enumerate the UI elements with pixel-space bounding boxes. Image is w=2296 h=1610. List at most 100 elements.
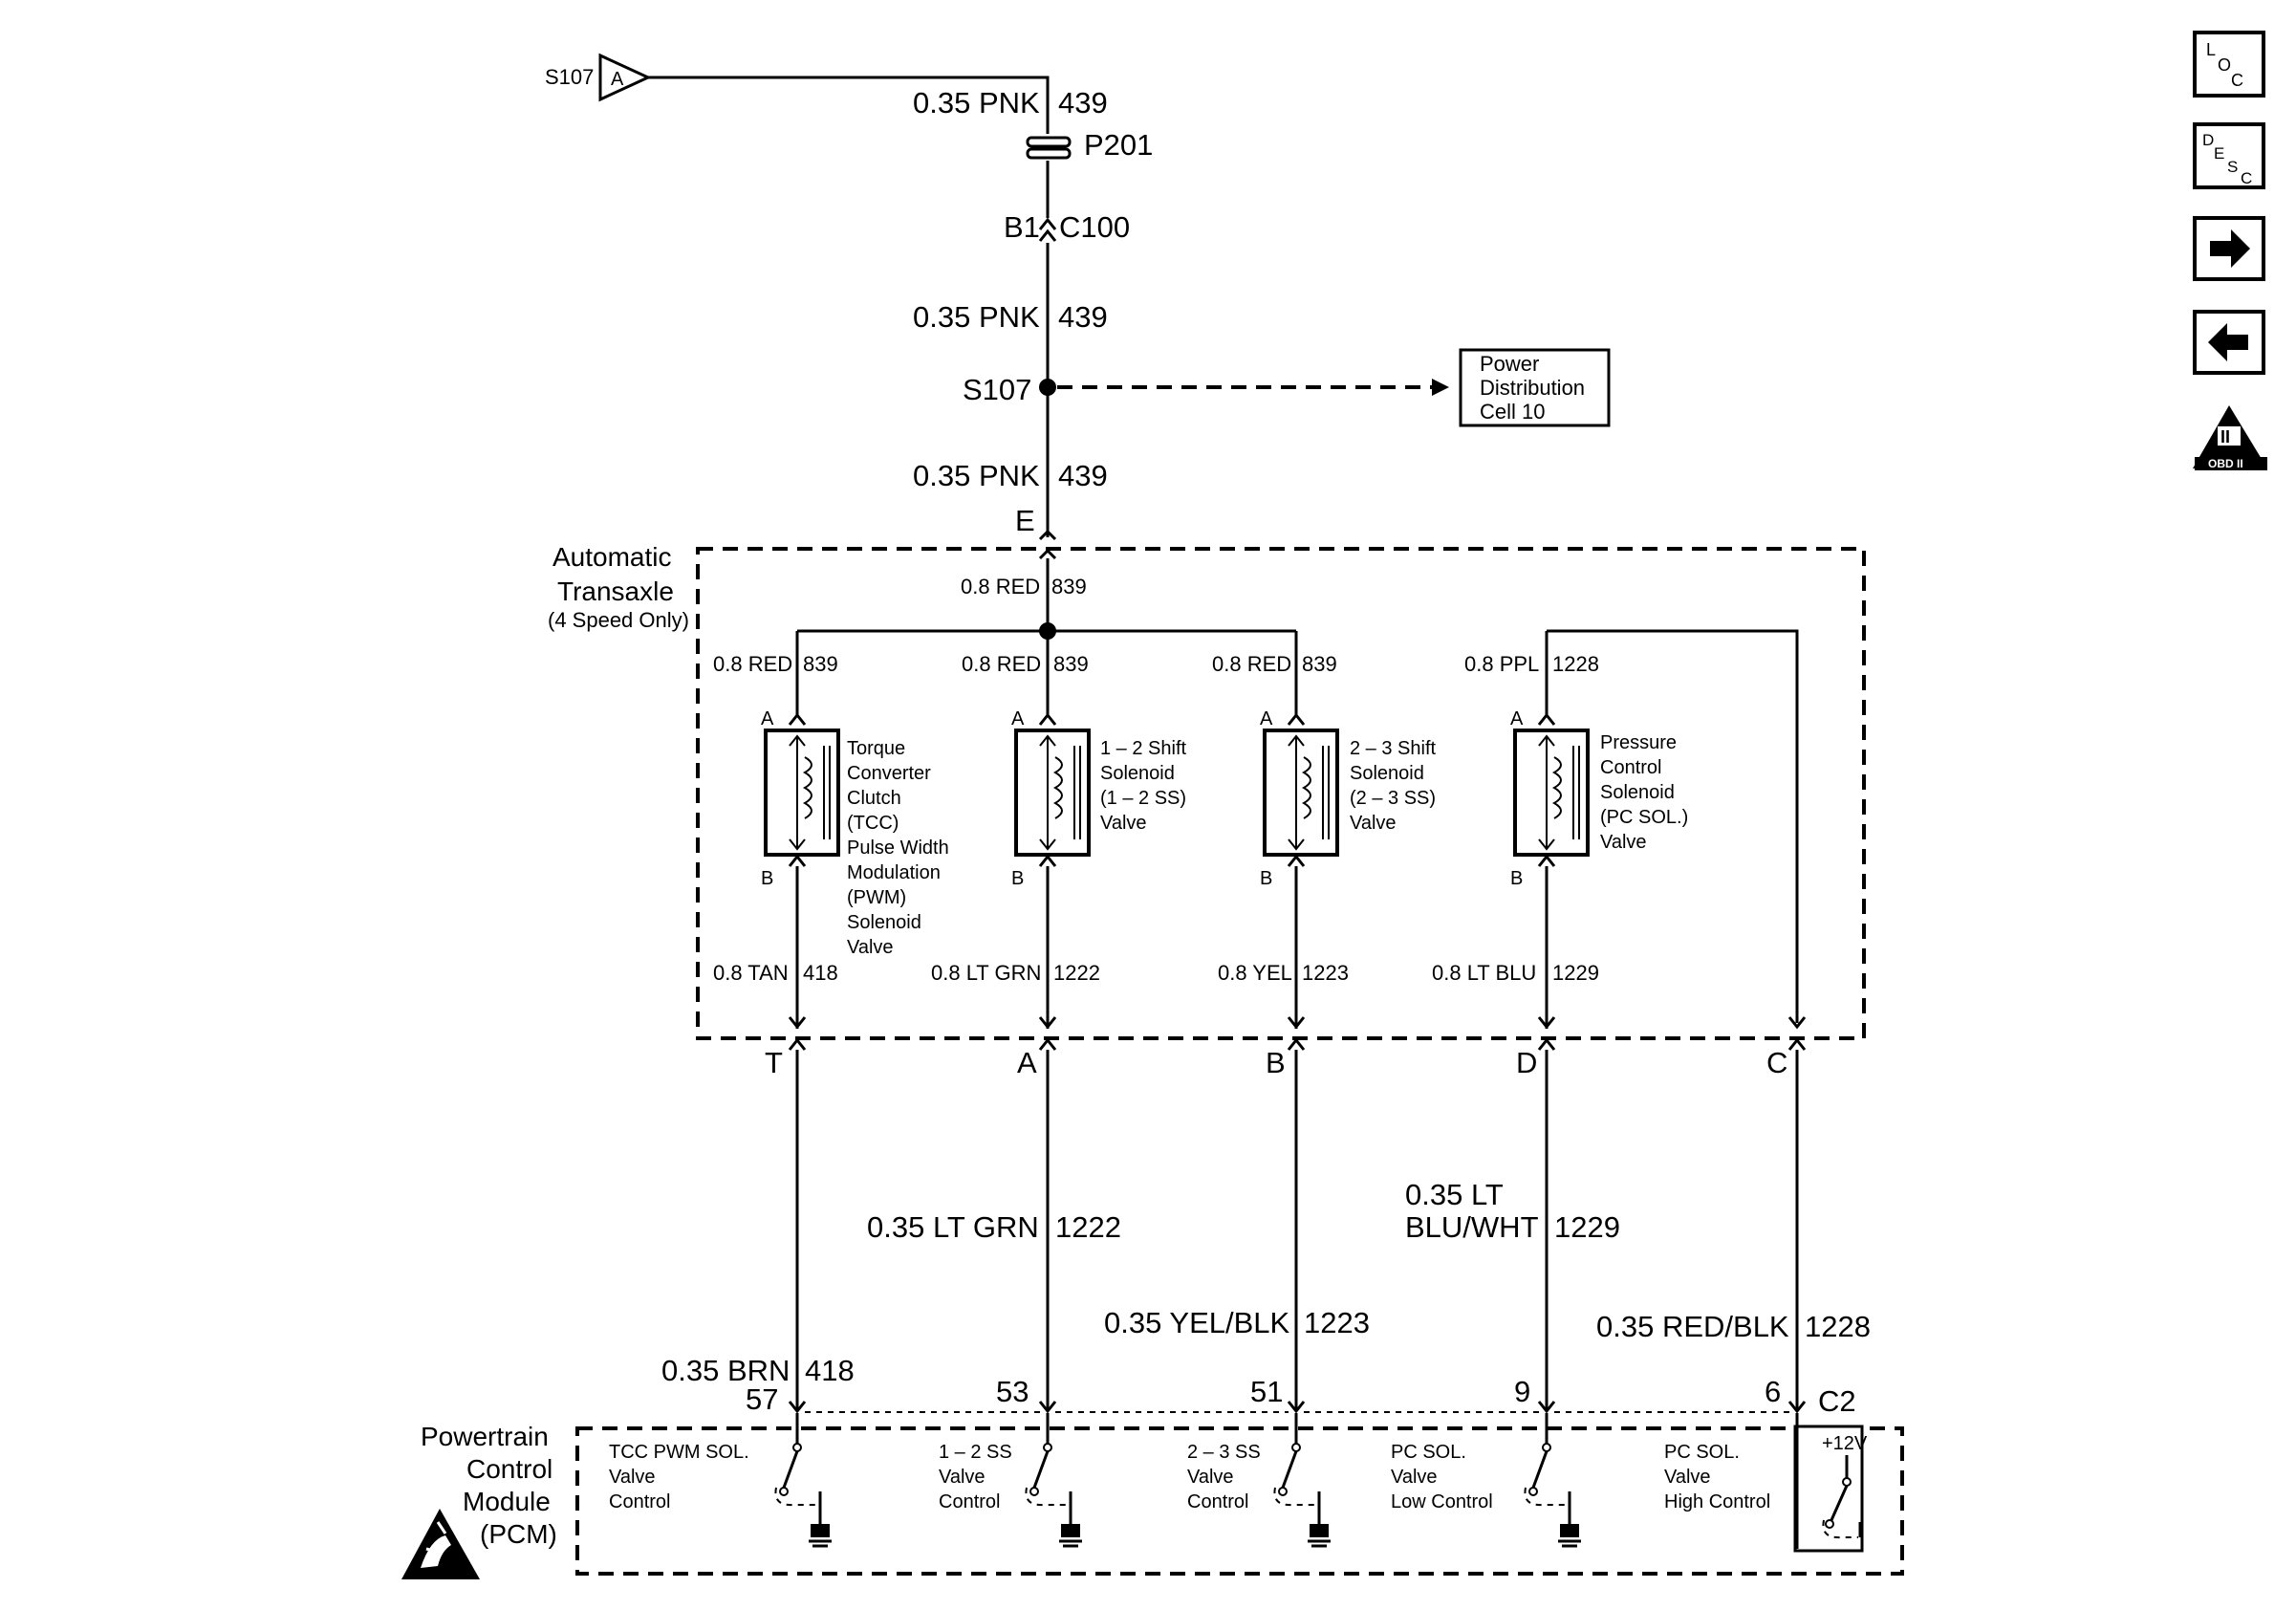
wire-1228-internal [1547,629,1799,1023]
sol-pin-b: B [1260,868,1272,889]
harness-wire-1222-circuit: 1222 [1055,1210,1121,1244]
pcm-pin-9: 9 [1514,1375,1530,1408]
sol-pin-a: A [1011,708,1025,729]
harness-wire-1223-color: 0.35 YEL/BLK [1104,1306,1290,1339]
driver-label-line: Control [1187,1491,1248,1512]
harness-wire-1229-circuit: 1229 [1554,1210,1620,1244]
sol-name-line: Valve [1600,832,1647,853]
sol-name-line: (TCC) [847,813,899,834]
loc-letter-l: L [2206,40,2216,59]
driver-label-line: Valve [1664,1467,1711,1488]
wire-mid-color: 0.35 PNK [913,300,1040,334]
wire-439-top [648,76,1050,134]
driver-label-line: TCC PWM SOL. [609,1442,749,1463]
sol-bottom-circuit: 418 [803,961,838,985]
loc-letter-c: C [2231,71,2243,90]
next-page-button[interactable] [2193,216,2265,281]
description-button[interactable]: D E S C [2193,122,2265,189]
driver-label-line: Valve [1187,1467,1234,1488]
high-side-supply-box [1793,1425,1864,1553]
sol-top-circuit: 839 [1302,652,1337,676]
solenoid-coil-icon [764,729,840,857]
sol-name-line: Converter [847,763,931,784]
driver-label-line: 2 – 3 SS [1187,1442,1261,1463]
pcm-pin-57: 57 [746,1382,778,1416]
driver-label-line: PC SOL. [1391,1442,1466,1463]
pc-low-driver: PC SOL. Valve Low Control [1391,1413,1581,1548]
wire-1228-connector-icon [1787,1016,1807,1030]
sol-name-line: Solenoid [1350,763,1424,784]
sol-top-circuit: 1228 [1552,652,1599,676]
pcm-line3: Module [463,1487,551,1516]
driver-label-line: Control [939,1491,1000,1512]
desc-letter-s: S [2227,158,2238,176]
esd-sensitive-icon [401,1509,480,1579]
p201-label: P201 [1084,128,1153,162]
harness-wires [795,1050,1799,1411]
sol-bottom-wire: 0.8 YEL [1218,961,1292,985]
sol-bottom-circuit: 1229 [1552,961,1599,985]
transaxle-line1: Automatic [552,542,672,572]
wire-low-circuit: 439 [1058,459,1108,492]
shift-1-2-driver: 1 – 2 SS Valve Control [939,1413,1082,1548]
sol-name-line: (PWM) [847,887,906,908]
splice-s107-label: S107 [963,373,1031,406]
driver-label-line: High Control [1664,1491,1770,1512]
solenoid-coil-icon [1263,729,1339,857]
sol-name-line: Valve [1350,813,1397,834]
harness-wire-1223-circuit: 1223 [1304,1306,1370,1339]
sol-name-line: (1 – 2 SS) [1100,788,1186,809]
sol-name-line: Valve [847,937,894,958]
obd-ii-button[interactable]: II OBD II [2193,405,2267,470]
harness-wire-1228-color: 0.35 RED/BLK [1596,1310,1789,1343]
sol-pin-b: B [1011,868,1024,889]
plus12v-label: +12V [1822,1433,1868,1454]
sol-pin-a: A [1260,708,1273,729]
sol-bottom-wire: 0.8 TAN [713,961,789,985]
wire-839-color: 0.8 RED [961,575,1040,598]
loc-letter-o: O [2218,55,2231,75]
location-button[interactable]: L O C [2193,31,2265,98]
pcm-connector-label: C2 [1818,1384,1856,1418]
tcc-driver: TCC PWM SOL. Valve Control [609,1413,832,1548]
pcm-pin-6: 6 [1765,1375,1781,1408]
ground-icon [1310,1524,1329,1537]
sol-name-line: Valve [1100,813,1147,834]
sol-bottom-circuit: 1223 [1302,961,1349,985]
sol-name-line: (PC SOL.) [1600,807,1688,828]
harness-wire-418-circuit: 418 [805,1354,855,1387]
power-dist-line3: Cell 10 [1480,400,1545,424]
driver-label-line: PC SOL. [1664,1442,1740,1463]
desc-letter-d: D [2202,131,2214,149]
sol-bottom-wire: 0.8 LT BLU [1432,961,1536,985]
splice-ref-triangle[interactable] [598,53,652,102]
sol-name-line: Solenoid [847,912,921,933]
obd-label: OBD II [2208,457,2243,470]
transaxle-line2: Transaxle [557,577,674,606]
harness-wire-1228-circuit: 1228 [1805,1310,1871,1343]
solenoid-coil-icon [1014,729,1091,857]
shift-2-3-driver: 2 – 3 SS Valve Control [1187,1413,1331,1548]
ground-icon [1560,1524,1579,1537]
c100-pin: B1 [1004,210,1040,244]
driver-label-line: Valve [609,1467,656,1488]
c100-connector-icon [1038,217,1057,242]
desc-letter-c: C [2241,169,2252,187]
sol-bottom-circuit: 1222 [1053,961,1100,985]
wire-mid-circuit: 439 [1058,300,1108,334]
previous-page-button[interactable] [2193,310,2265,375]
driver-label-line: Valve [1391,1467,1438,1488]
power-distribution-box[interactable] [1459,348,1611,427]
pcm-box [575,1426,1904,1576]
harness-wire-1229-color-2: BLU/WHT [1405,1210,1539,1244]
sol-name-line: Control [1600,757,1661,778]
desc-letter-e: E [2214,144,2224,163]
sol-name-line: 1 – 2 Shift [1100,738,1187,759]
splice-ref-label: S107 [545,65,594,89]
arrow-right-icon [1432,379,1449,396]
wire-top-circuit: 439 [1058,86,1108,120]
harness-wire-1229-color-1: 0.35 LT [1405,1178,1504,1211]
power-dist-line2: Distribution [1480,376,1585,400]
sol-pin-a: A [761,708,774,729]
wire-839-circuit: 839 [1051,575,1087,598]
